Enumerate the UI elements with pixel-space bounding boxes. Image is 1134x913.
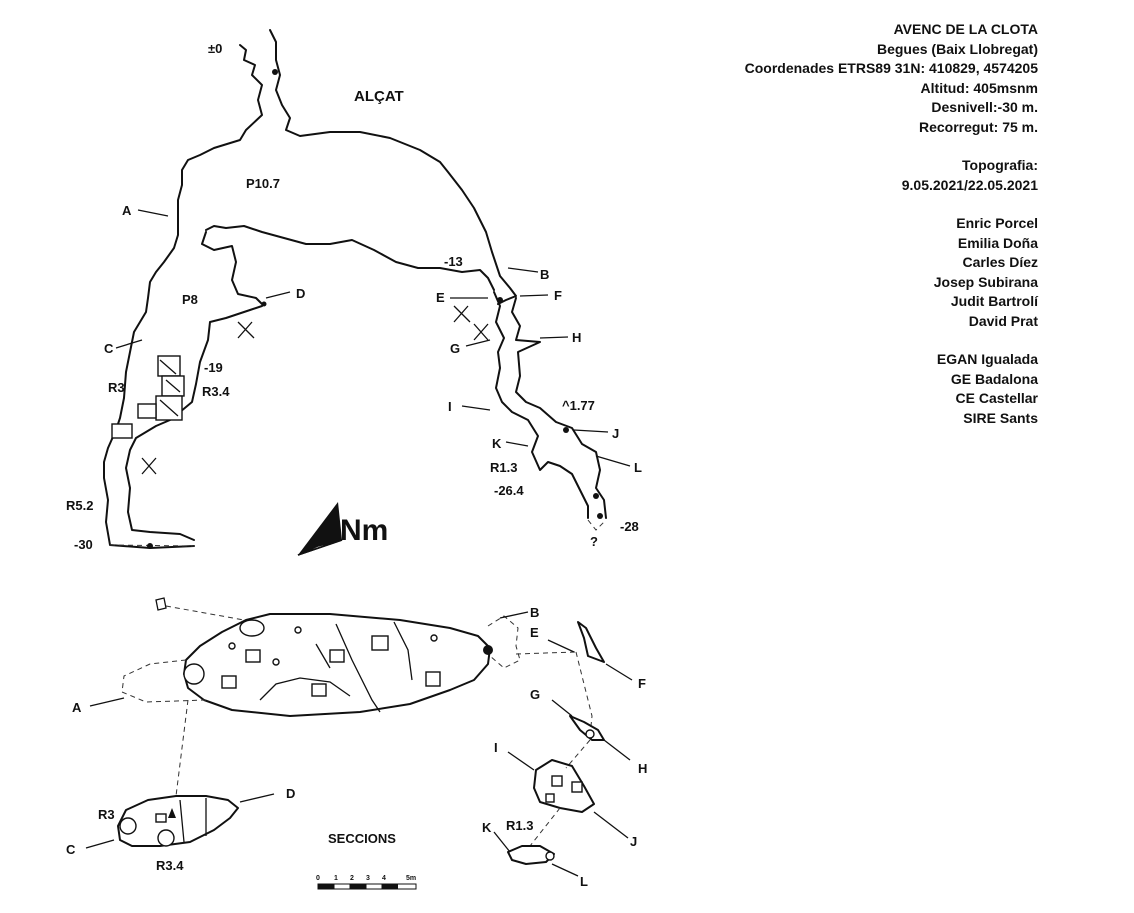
section-letter-leaders bbox=[85, 611, 633, 877]
sections-view: A B C D E F G H I J K L R3 R3.4 R1.3 SEC… bbox=[66, 597, 647, 889]
pitch-label-r3: R3 bbox=[108, 380, 125, 395]
digging-symbol bbox=[141, 305, 489, 475]
depth-label-26-4: -26.4 bbox=[494, 483, 524, 498]
scale-tick-4: 4 bbox=[382, 875, 386, 882]
section-i-j bbox=[533, 759, 595, 813]
cave-coordinates: Coordenades ETRS89 31N: 410829, 4574205 bbox=[744, 60, 1038, 76]
elevation-title: ALÇAT bbox=[354, 88, 404, 105]
cave-depth: Desnivell:-30 m. bbox=[931, 99, 1038, 115]
sect-letter-b: B bbox=[530, 605, 539, 620]
group-name: GE Badalona bbox=[950, 370, 1038, 387]
sect-letter-i: I bbox=[494, 740, 498, 755]
elevation-right-passage-right-wall bbox=[511, 297, 607, 519]
group-name: CE Castellar bbox=[955, 390, 1038, 406]
depth-label-13: -13 bbox=[444, 254, 463, 269]
sect-letter-k: K bbox=[482, 820, 492, 835]
scale-tick-0: 0 bbox=[316, 875, 320, 882]
scale-tick-1: 1 bbox=[334, 875, 338, 882]
sect-letter-e: E bbox=[530, 625, 539, 640]
surveyor-name: David Prat bbox=[968, 312, 1038, 329]
elevation-outer-wall bbox=[103, 44, 263, 549]
north-arrow: Nm bbox=[297, 502, 388, 556]
height-label-1-77: ^1.77 bbox=[562, 398, 595, 413]
elev-letter-e: E bbox=[436, 290, 445, 305]
elev-letter-c: C bbox=[104, 341, 114, 356]
section-c-d bbox=[117, 795, 239, 847]
sect-letter-j: J bbox=[630, 834, 637, 849]
depth-label-19: -19 bbox=[204, 360, 223, 375]
sect-letter-h: H bbox=[638, 761, 647, 776]
pitch-label-r1-3: R1.3 bbox=[490, 460, 517, 475]
survey-label: Topografia: bbox=[962, 157, 1038, 173]
section-main-chamber bbox=[183, 613, 491, 717]
north-arrow-icon bbox=[298, 502, 342, 555]
depth-label-0: ±0 bbox=[208, 41, 222, 56]
elevation-section-markers bbox=[115, 209, 631, 467]
section-a-dashed bbox=[121, 659, 207, 703]
depth-label-30: -30 bbox=[74, 537, 93, 552]
section-b-dashed bbox=[487, 615, 521, 669]
elev-letter-f: F bbox=[554, 288, 562, 303]
surveyor-name: Josep Subirana bbox=[933, 273, 1038, 290]
boulder-cluster bbox=[111, 355, 185, 439]
elev-letter-l: L bbox=[634, 460, 642, 475]
elev-letter-h: H bbox=[572, 330, 581, 345]
elev-letter-d: D bbox=[296, 286, 305, 301]
pitch-label-p8: P8 bbox=[182, 292, 198, 307]
elevation-bottom-dashes bbox=[587, 519, 607, 531]
scale-tick-2: 2 bbox=[350, 875, 354, 882]
elev-letter-a: A bbox=[122, 203, 132, 218]
sect-letter-l: L bbox=[580, 874, 588, 889]
unknown-continuation-mark: ? bbox=[590, 534, 598, 549]
elev-letter-k: K bbox=[492, 436, 502, 451]
scale-tick-3: 3 bbox=[366, 875, 370, 882]
elevation-inner-passage bbox=[125, 305, 263, 541]
scale-tick-5m: 5m bbox=[406, 875, 416, 882]
cave-length: Recorregut: 75 m. bbox=[918, 118, 1038, 135]
elevation-right-passage-left-wall bbox=[493, 291, 589, 519]
sect-letter-d: D bbox=[286, 786, 295, 801]
sect-pitch-r1-3: R1.3 bbox=[506, 818, 533, 833]
cave-altitude: Altitud: 405msnm bbox=[920, 79, 1038, 96]
elev-letter-i: I bbox=[448, 399, 452, 414]
section-d-connector bbox=[165, 605, 245, 621]
sect-letter-c: C bbox=[66, 842, 76, 857]
surveyor-name: Judit Bartrolí bbox=[950, 293, 1038, 309]
elevation-ledge-underside bbox=[201, 231, 263, 305]
sect-letter-a: A bbox=[72, 700, 82, 715]
pitch-label-r3-4: R3.4 bbox=[202, 384, 230, 399]
elev-letter-j: J bbox=[612, 426, 619, 441]
group-name: SIRE Sants bbox=[963, 409, 1038, 426]
north-label: Nm bbox=[340, 514, 388, 547]
sect-pitch-r3: R3 bbox=[98, 807, 115, 822]
elev-letter-g: G bbox=[450, 341, 460, 356]
pitch-label-r5-2: R5.2 bbox=[66, 498, 93, 513]
section-e-f bbox=[577, 621, 605, 663]
elev-letter-b: B bbox=[540, 267, 549, 282]
sect-pitch-r3-4: R3.4 bbox=[156, 858, 184, 873]
sect-letter-g: G bbox=[530, 687, 540, 702]
surveyor-name: Emilia Doña bbox=[957, 234, 1038, 251]
survey-dates: 9.05.2021/22.05.2021 bbox=[901, 176, 1038, 193]
group-name: EGAN Igualada bbox=[936, 351, 1038, 367]
depth-label-28: -28 bbox=[620, 519, 639, 534]
scale-bar: 0 1 2 3 4 5m bbox=[316, 875, 417, 890]
elevation-ledge bbox=[205, 225, 495, 291]
elevation-entrance-right-wall bbox=[269, 29, 517, 305]
info-block: AVENC DE LA CLOTA Begues (Baix Llobregat… bbox=[745, 20, 1038, 428]
sect-letter-f: F bbox=[638, 676, 646, 691]
surveyor-name: Enric Porcel bbox=[956, 215, 1038, 231]
cave-location: Begues (Baix Llobregat) bbox=[876, 40, 1038, 57]
elevation-view: ALÇAT ±0 -13 -19 -26.4 -28 -30 ^1.77 P10… bbox=[66, 29, 642, 552]
cave-name: AVENC DE LA CLOTA bbox=[893, 21, 1038, 37]
pitch-label-p10-7: P10.7 bbox=[246, 176, 280, 191]
sections-title: SECCIONS bbox=[328, 831, 396, 846]
surveyor-name: Carles Díez bbox=[962, 254, 1038, 270]
